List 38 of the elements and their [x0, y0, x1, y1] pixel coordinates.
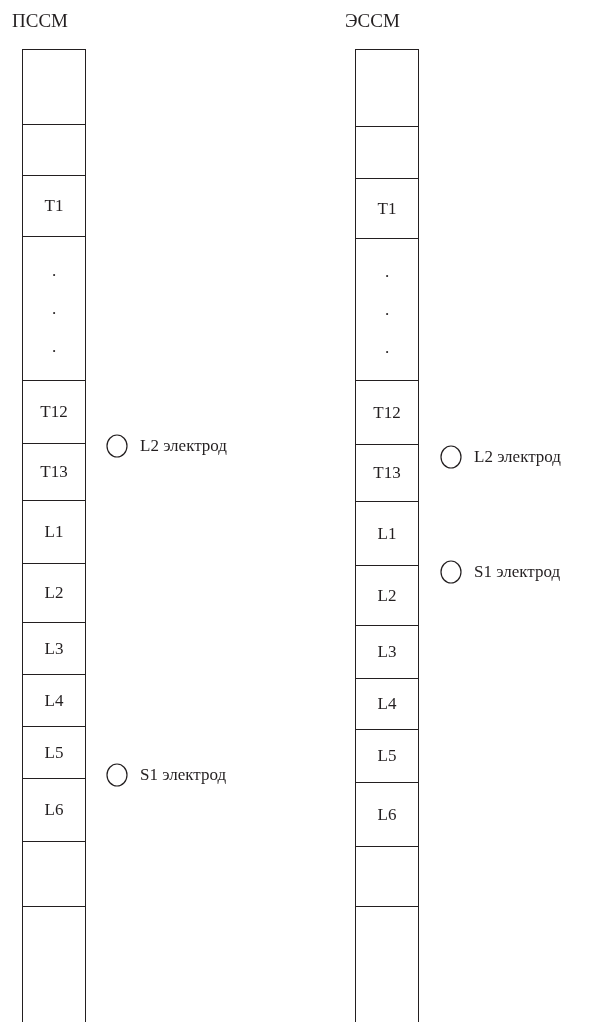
segment-box [22, 906, 86, 1022]
segment-box: T13 [22, 443, 86, 500]
segment-box: L6 [355, 782, 419, 846]
segment-box: L5 [355, 729, 419, 782]
segment-box: L6 [22, 778, 86, 841]
segment-box: L2 [22, 563, 86, 622]
segment-box: . . . [355, 238, 419, 380]
electrode-label: L2 электрод [140, 436, 227, 456]
segment-box: . . . [22, 236, 86, 380]
electrode-marker [106, 434, 128, 458]
segment-box: L1 [22, 500, 86, 563]
segment-box [22, 124, 86, 175]
segment-box: L3 [22, 622, 86, 674]
segment-box: L4 [22, 674, 86, 726]
segment-box [355, 846, 419, 906]
segment-box: T1 [355, 178, 419, 238]
segment-box: L1 [355, 501, 419, 565]
electrode-label: L2 электрод [474, 447, 561, 467]
segment-box [22, 841, 86, 906]
segment-box [355, 906, 419, 1022]
segment-box: T1 [22, 175, 86, 236]
column-heading: ПССМ [12, 10, 68, 32]
segment-box: L4 [355, 678, 419, 729]
electrode-label: S1 электрод [474, 562, 561, 582]
segment-box: T12 [355, 380, 419, 444]
segment-box [355, 49, 419, 126]
electrode-label: S1 электрод [140, 765, 227, 785]
column-heading: ЭССМ [345, 10, 400, 32]
segment-box: L2 [355, 565, 419, 625]
segment-box: L5 [22, 726, 86, 778]
electrode-marker [106, 763, 128, 787]
electrode-marker [440, 560, 462, 584]
segment-box: T13 [355, 444, 419, 501]
segment-box [355, 126, 419, 178]
segment-box: L3 [355, 625, 419, 678]
segment-box: T12 [22, 380, 86, 443]
segment-box [22, 49, 86, 124]
electrode-marker [440, 445, 462, 469]
